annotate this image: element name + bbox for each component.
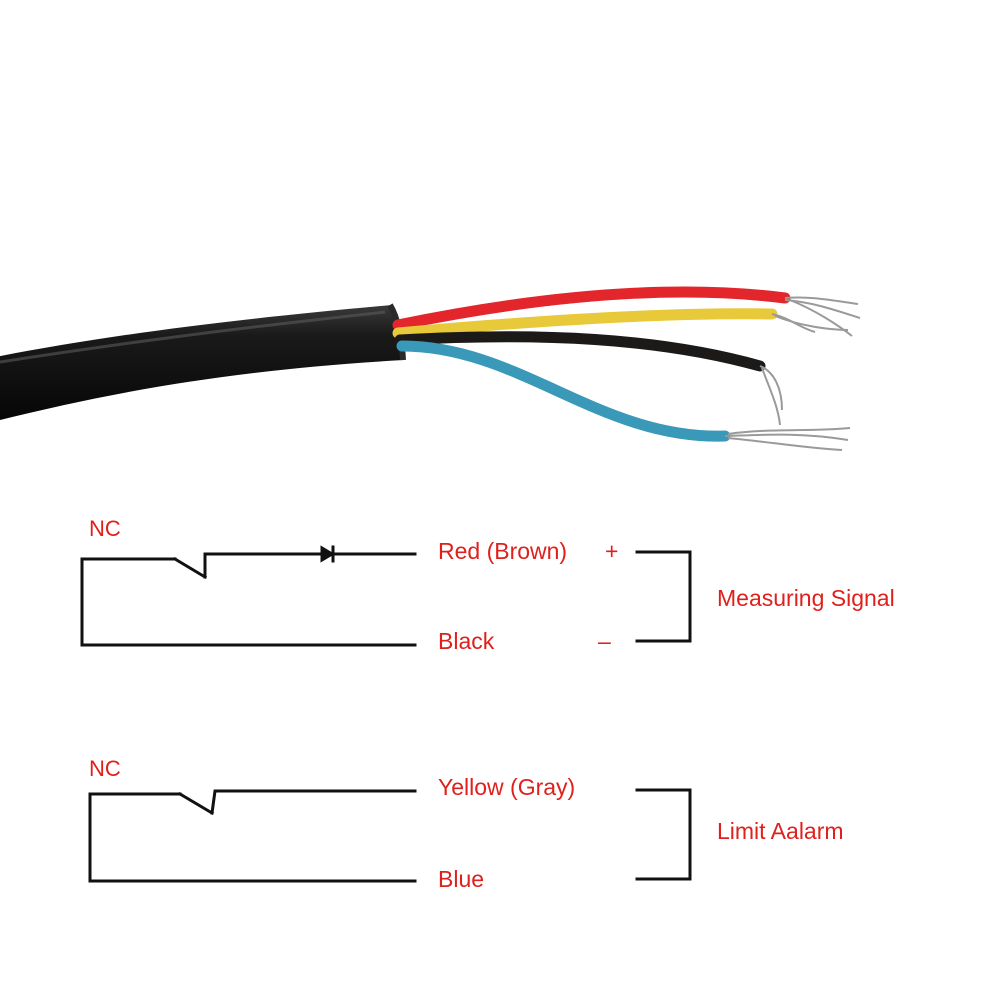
circuit-limit-alarm	[88, 788, 692, 883]
circuit-2-loop	[88, 792, 417, 883]
circuit-1-switch-arm	[172, 556, 208, 580]
circuit-1-wire-bottom-label: Black	[438, 628, 495, 654]
cable-photo	[0, 286, 861, 451]
conductor-strands	[724, 296, 861, 451]
cable-jacket	[0, 305, 404, 420]
circuit-2-nc-label: NC	[89, 756, 121, 781]
polarity-minus-label: –	[598, 628, 611, 654]
wire-blue	[396, 340, 731, 442]
diode-icon	[320, 545, 335, 563]
circuit-1-nc-label: NC	[89, 516, 121, 541]
circuit-2-wire-bottom-label: Blue	[438, 866, 485, 892]
polarity-plus-label: +	[605, 538, 619, 564]
circuit-1-wire-top-label: Red (Brown)	[438, 538, 568, 564]
cable-jacket-highlight	[0, 310, 386, 364]
measuring-signal-label: Measuring Signal	[717, 585, 895, 611]
circuit-2-switch-contact	[210, 789, 417, 815]
circuit-2-wire-top-label: Yellow (Gray)	[438, 774, 576, 800]
circuit-1-loop	[80, 557, 417, 647]
bracket-measuring-signal	[635, 550, 692, 643]
wire-yellow	[392, 308, 778, 339]
circuit-2-switch-arm	[177, 791, 215, 816]
wire-red	[392, 286, 791, 331]
bracket-limit-alarm	[635, 788, 692, 881]
limit-alarm-label: Limit Aalarm	[717, 818, 844, 844]
circuit-measuring-signal	[80, 545, 692, 647]
circuit-1-switch-contact	[203, 552, 324, 579]
wire-black	[394, 331, 766, 372]
